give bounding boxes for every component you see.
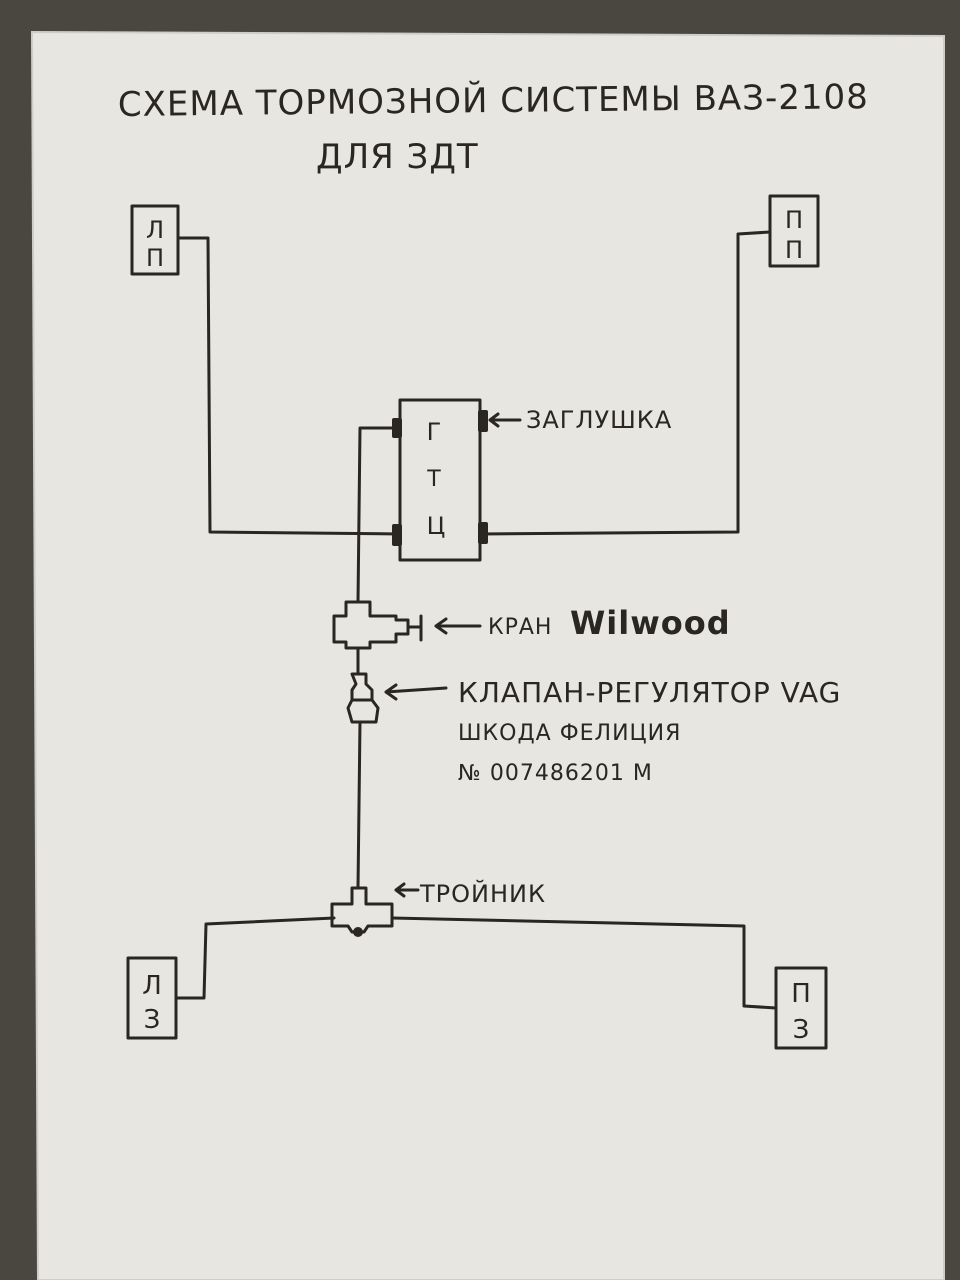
mc-plug	[478, 410, 488, 432]
line-regulator-to-tee	[356, 720, 362, 890]
mc-port-front-right	[478, 522, 488, 544]
label-tee: ТРОЙНИК	[419, 879, 546, 908]
label-regulator-car: ШКОДА ФЕЛИЦИЯ	[458, 721, 681, 746]
label-regulator: КЛАПАН-РЕГУЛЯТОР VAG	[458, 676, 841, 709]
label-valve-brand: Wilwood	[570, 604, 731, 642]
wheel-front-left-l2: П	[146, 244, 164, 272]
paper-shade	[30, 30, 945, 1280]
line-front-right	[478, 230, 772, 536]
mc-letter-2: Т	[426, 467, 441, 492]
arrow-plug	[488, 412, 522, 428]
line-rear-left	[174, 916, 336, 1000]
wheel-rear-right-l1: П	[791, 979, 811, 1009]
mc-letter-1: Г	[427, 418, 442, 446]
arrow-tee	[394, 882, 420, 898]
arrow-regulator	[384, 683, 448, 701]
wheel-rear-left-l2: З	[144, 1005, 161, 1035]
wheel-front-right-l1: П	[785, 206, 803, 234]
wheel-front-right-l2: П	[785, 236, 803, 264]
mc-port-rear	[392, 418, 402, 438]
wheel-box-front-left	[130, 204, 180, 276]
wheel-rear-left-l1: Л	[142, 971, 162, 1001]
wheel-front-left-l1: Л	[146, 216, 164, 244]
mc-letter-3: Ц	[427, 512, 446, 540]
paper-sheet	[32, 32, 944, 1280]
regulator-valve-shape	[346, 672, 380, 724]
title-line2: ДЛЯ ЗДТ	[316, 137, 479, 177]
label-plug: ЗАГЛУШКА	[526, 406, 672, 434]
tee-fitting-shape	[330, 886, 394, 934]
label-regulator-no: № 007486201 M	[458, 761, 653, 786]
tee-bleed-nipple	[353, 927, 363, 937]
label-valve-prefix: КРАН	[488, 615, 552, 640]
mc-port-front-left	[392, 524, 402, 546]
line-front-left	[176, 236, 402, 536]
wilwood-valve-shape	[332, 600, 410, 650]
line-rear-feed	[356, 426, 402, 604]
arrow-valve	[434, 617, 482, 635]
line-rear-right	[390, 916, 778, 1010]
master-cylinder-box	[398, 398, 482, 562]
wheel-rear-right-l2: З	[793, 1015, 810, 1045]
title-line1: СХЕМА ТОРМОЗНОЙ СИСТЕМЫ ВАЗ-2108	[118, 76, 869, 125]
